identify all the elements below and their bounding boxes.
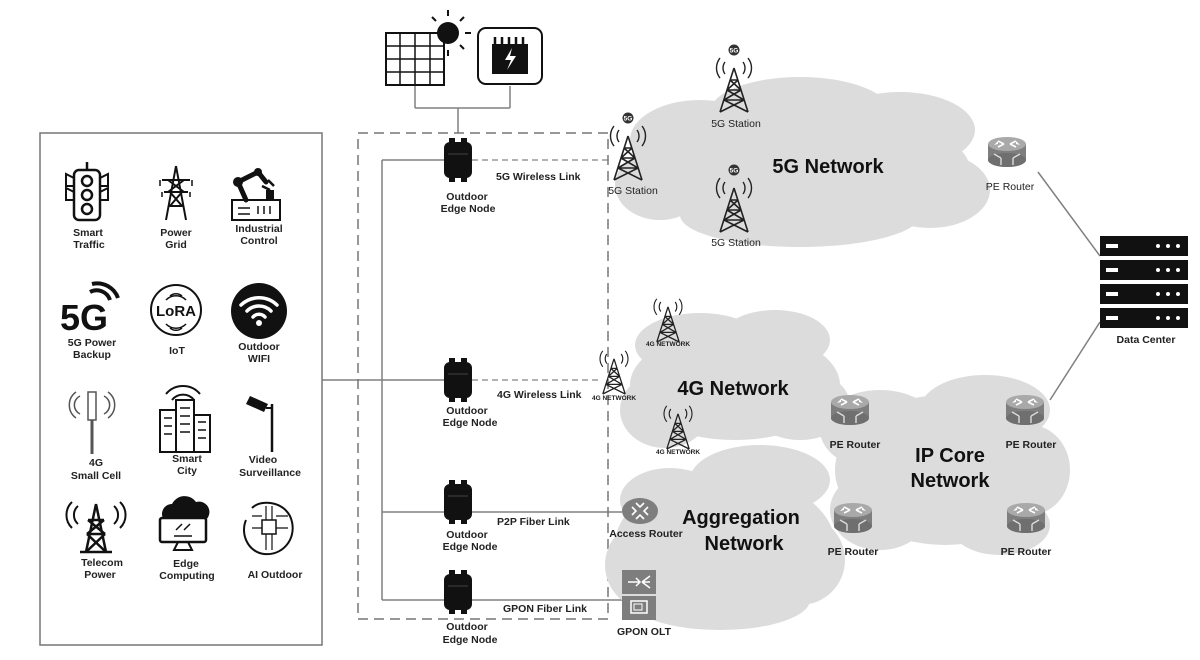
edge-node-label: Outdoor	[446, 621, 487, 633]
5g-logo-text: 5G	[60, 297, 108, 338]
cloud-computer-icon	[158, 496, 210, 551]
5g-wireless-link-label: 5G Wireless Link	[496, 171, 581, 183]
use-case-label: Surveillance	[239, 467, 301, 479]
5g-station-label: 5G Station	[711, 237, 761, 249]
4g-station-label: 4G NETWORK	[656, 449, 700, 456]
5g-station-label: 5G Station	[711, 118, 761, 130]
use-case-label: Backup	[73, 349, 111, 361]
power-tower-icon	[159, 165, 193, 221]
gpon-olt: GPON OLT	[617, 570, 672, 638]
robot-arm-icon	[231, 168, 281, 221]
use-case-label: Traffic	[73, 239, 105, 251]
aggregation-network-title-line2: Network	[705, 533, 785, 555]
gpon-olt-label: GPON OLT	[617, 626, 672, 638]
4g-wireless-link-label: 4G Wireless Link	[497, 389, 582, 401]
use-case-label: IoT	[169, 345, 185, 357]
lora-icon: LoRA	[150, 284, 202, 336]
city-icon	[159, 384, 211, 453]
use-case-label: 5G Power	[68, 337, 116, 349]
lora-logo-text: LoRA	[156, 303, 196, 320]
use-case-label: Edge	[173, 558, 199, 570]
5g-station-bottom: 5G 5G Station	[711, 164, 761, 249]
4g-station-left: 4G NETWORK	[592, 350, 636, 402]
access-router: Access Router	[609, 498, 683, 540]
use-case-label: Grid	[165, 239, 187, 251]
use-case-label: Smart	[172, 453, 202, 465]
use-case-labels: Smart Traffic Power Grid Industrial Cont…	[68, 223, 303, 582]
edge-node-label: Edge Node	[443, 541, 498, 553]
pe-router-label: PE Router	[830, 439, 881, 451]
edge-node-p2p: Outdoor Edge Node P2P Fiber Link	[443, 479, 570, 553]
use-case-label: Smart	[73, 227, 103, 239]
edge-node-label: Edge Node	[443, 417, 498, 429]
use-case-label: Industrial	[235, 223, 282, 235]
pe-router-core-bottom-left: PE Router	[828, 502, 879, 558]
4g-station-label: 4G NETWORK	[646, 341, 690, 348]
edge-node-5g: Outdoor Edge Node 5G Wireless Link	[441, 137, 581, 215]
data-center-label: Data Center	[1117, 334, 1176, 346]
pe-router-label: PE Router	[1001, 546, 1052, 558]
use-case-label: City	[177, 465, 197, 477]
4g-station-label: 4G NETWORK	[592, 395, 636, 402]
use-case-label: WIFI	[248, 353, 270, 365]
pe-router-label: PE Router	[986, 181, 1035, 193]
5g-station-label: 5G Station	[608, 185, 658, 197]
connections	[322, 86, 1101, 601]
edge-node-label: Edge Node	[441, 203, 496, 215]
use-case-label: Small Cell	[71, 470, 121, 482]
wifi-icon	[231, 283, 287, 339]
use-case-label: Power	[84, 569, 116, 581]
edge-node-4g: Outdoor Edge Node 4G Wireless Link	[443, 357, 582, 429]
5g-logo-icon: 5G	[60, 281, 120, 338]
edge-node-label: Edge Node	[443, 634, 498, 646]
use-case-label: Computing	[159, 570, 214, 582]
4g-network-title: 4G Network	[677, 378, 789, 400]
cloud-5g-network	[615, 77, 990, 247]
ip-core-network-title-line1: IP Core	[915, 445, 985, 467]
p2p-fiber-link-label: P2P Fiber Link	[497, 516, 570, 528]
power-cabinet-icon	[477, 27, 543, 85]
small-cell-icon	[68, 391, 116, 454]
telecom-tower-icon	[65, 501, 127, 554]
aggregation-network-title-line1: Aggregation	[682, 507, 800, 529]
ip-core-network-title-line2: Network	[911, 470, 991, 492]
pe-router-core-right: PE Router	[1005, 394, 1057, 451]
pe-router-label: PE Router	[828, 546, 879, 558]
edge-node-label: Outdoor	[446, 191, 487, 203]
data-center: Data Center	[1100, 236, 1188, 346]
gpon-fiber-link-label: GPON Fiber Link	[503, 603, 587, 615]
use-case-label: Power	[160, 227, 192, 239]
pe-router-5g: PE Router	[986, 136, 1035, 193]
use-case-label: Control	[240, 235, 277, 247]
solar-panel-icon	[385, 10, 471, 86]
use-case-label: 4G	[89, 457, 103, 469]
4g-station-bottom: 4G NETWORK	[656, 405, 700, 456]
use-case-label: Video	[249, 454, 277, 466]
pe-router-core-bottom-right: PE Router	[1001, 502, 1052, 558]
ai-chip-icon	[243, 501, 294, 556]
edge-node-label: Outdoor	[446, 405, 487, 417]
5g-badge: 5G	[730, 48, 739, 55]
4g-station-top: 4G NETWORK	[646, 298, 690, 348]
5g-badge: 5G	[624, 116, 633, 123]
5g-network-title: 5G Network	[772, 156, 884, 178]
edge-node-label: Outdoor	[446, 529, 487, 541]
use-case-label: Telecom	[81, 557, 123, 569]
use-case-label: Outdoor	[238, 341, 279, 353]
edge-node-gpon: Outdoor Edge Node GPON Fiber Link	[443, 569, 587, 646]
pe-router-core-left: PE Router	[830, 394, 881, 451]
5g-station-left: 5G 5G Station	[608, 112, 658, 197]
use-case-label: AI Outdoor	[248, 569, 303, 581]
traffic-light-icon	[65, 162, 109, 222]
camera-icon	[246, 396, 274, 452]
5g-badge: 5G	[730, 168, 739, 175]
5g-station-top: 5G 5G Station	[711, 44, 761, 130]
access-router-label: Access Router	[609, 528, 683, 540]
pe-router-label: PE Router	[1006, 439, 1057, 451]
